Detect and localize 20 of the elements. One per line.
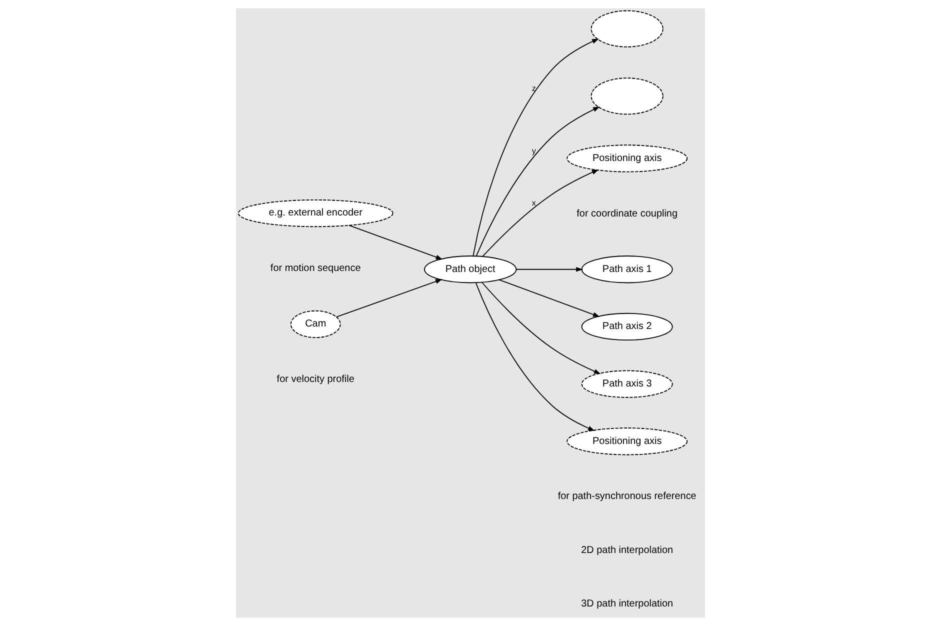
node-ellipse: Positioning axis — [566, 144, 688, 172]
node-ellipse: Positioning axis — [566, 428, 688, 456]
node-label: for coordinate coupling — [576, 208, 678, 220]
node-label: for path-synchronous reference — [557, 491, 696, 502]
arrow — [515, 266, 582, 272]
label: 2D path interpolation — [580, 544, 673, 556]
arrow — [482, 169, 598, 257]
arrow — [475, 106, 600, 257]
node-ellipse: Path axis 1 — [580, 256, 672, 284]
node-label: for velocity profile — [276, 374, 354, 386]
label: 3D path interpolation — [580, 598, 673, 610]
node-ellipse: e.g. external encoder — [237, 199, 393, 228]
arrow — [335, 279, 442, 318]
arrow — [480, 282, 600, 374]
arrow — [348, 224, 442, 260]
arrow — [498, 279, 600, 317]
arrow — [472, 38, 598, 257]
node-ellipse: Cam — [290, 310, 340, 338]
arrow — [474, 282, 594, 431]
node-label: for motion sequence — [270, 263, 360, 274]
